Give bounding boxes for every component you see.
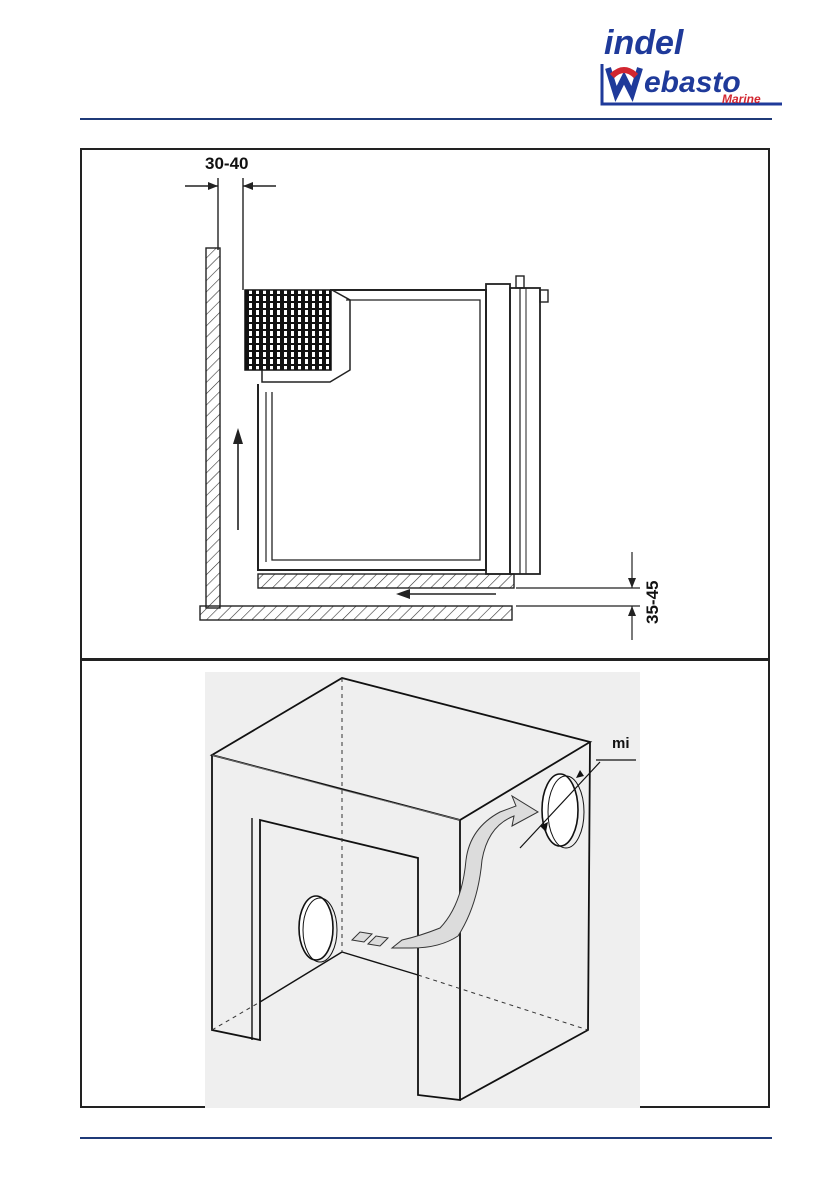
side-section-diagram: 30-40 35-45 bbox=[0, 0, 840, 660]
floor bbox=[200, 606, 512, 620]
cabinet-ventilation-diagram: mi bbox=[0, 660, 840, 1110]
condenser-grille bbox=[245, 290, 331, 370]
rear-vent-opening bbox=[299, 896, 333, 960]
dimension-label-35-45: 35-45 bbox=[643, 581, 662, 624]
rear-wall bbox=[206, 248, 220, 608]
min-label: mi bbox=[612, 735, 630, 752]
side-vent-opening bbox=[542, 774, 578, 846]
dimension-label-30-40: 30-40 bbox=[205, 154, 248, 173]
fridge-door bbox=[486, 284, 510, 574]
footer-rule bbox=[80, 1137, 772, 1139]
plinth bbox=[258, 574, 514, 588]
